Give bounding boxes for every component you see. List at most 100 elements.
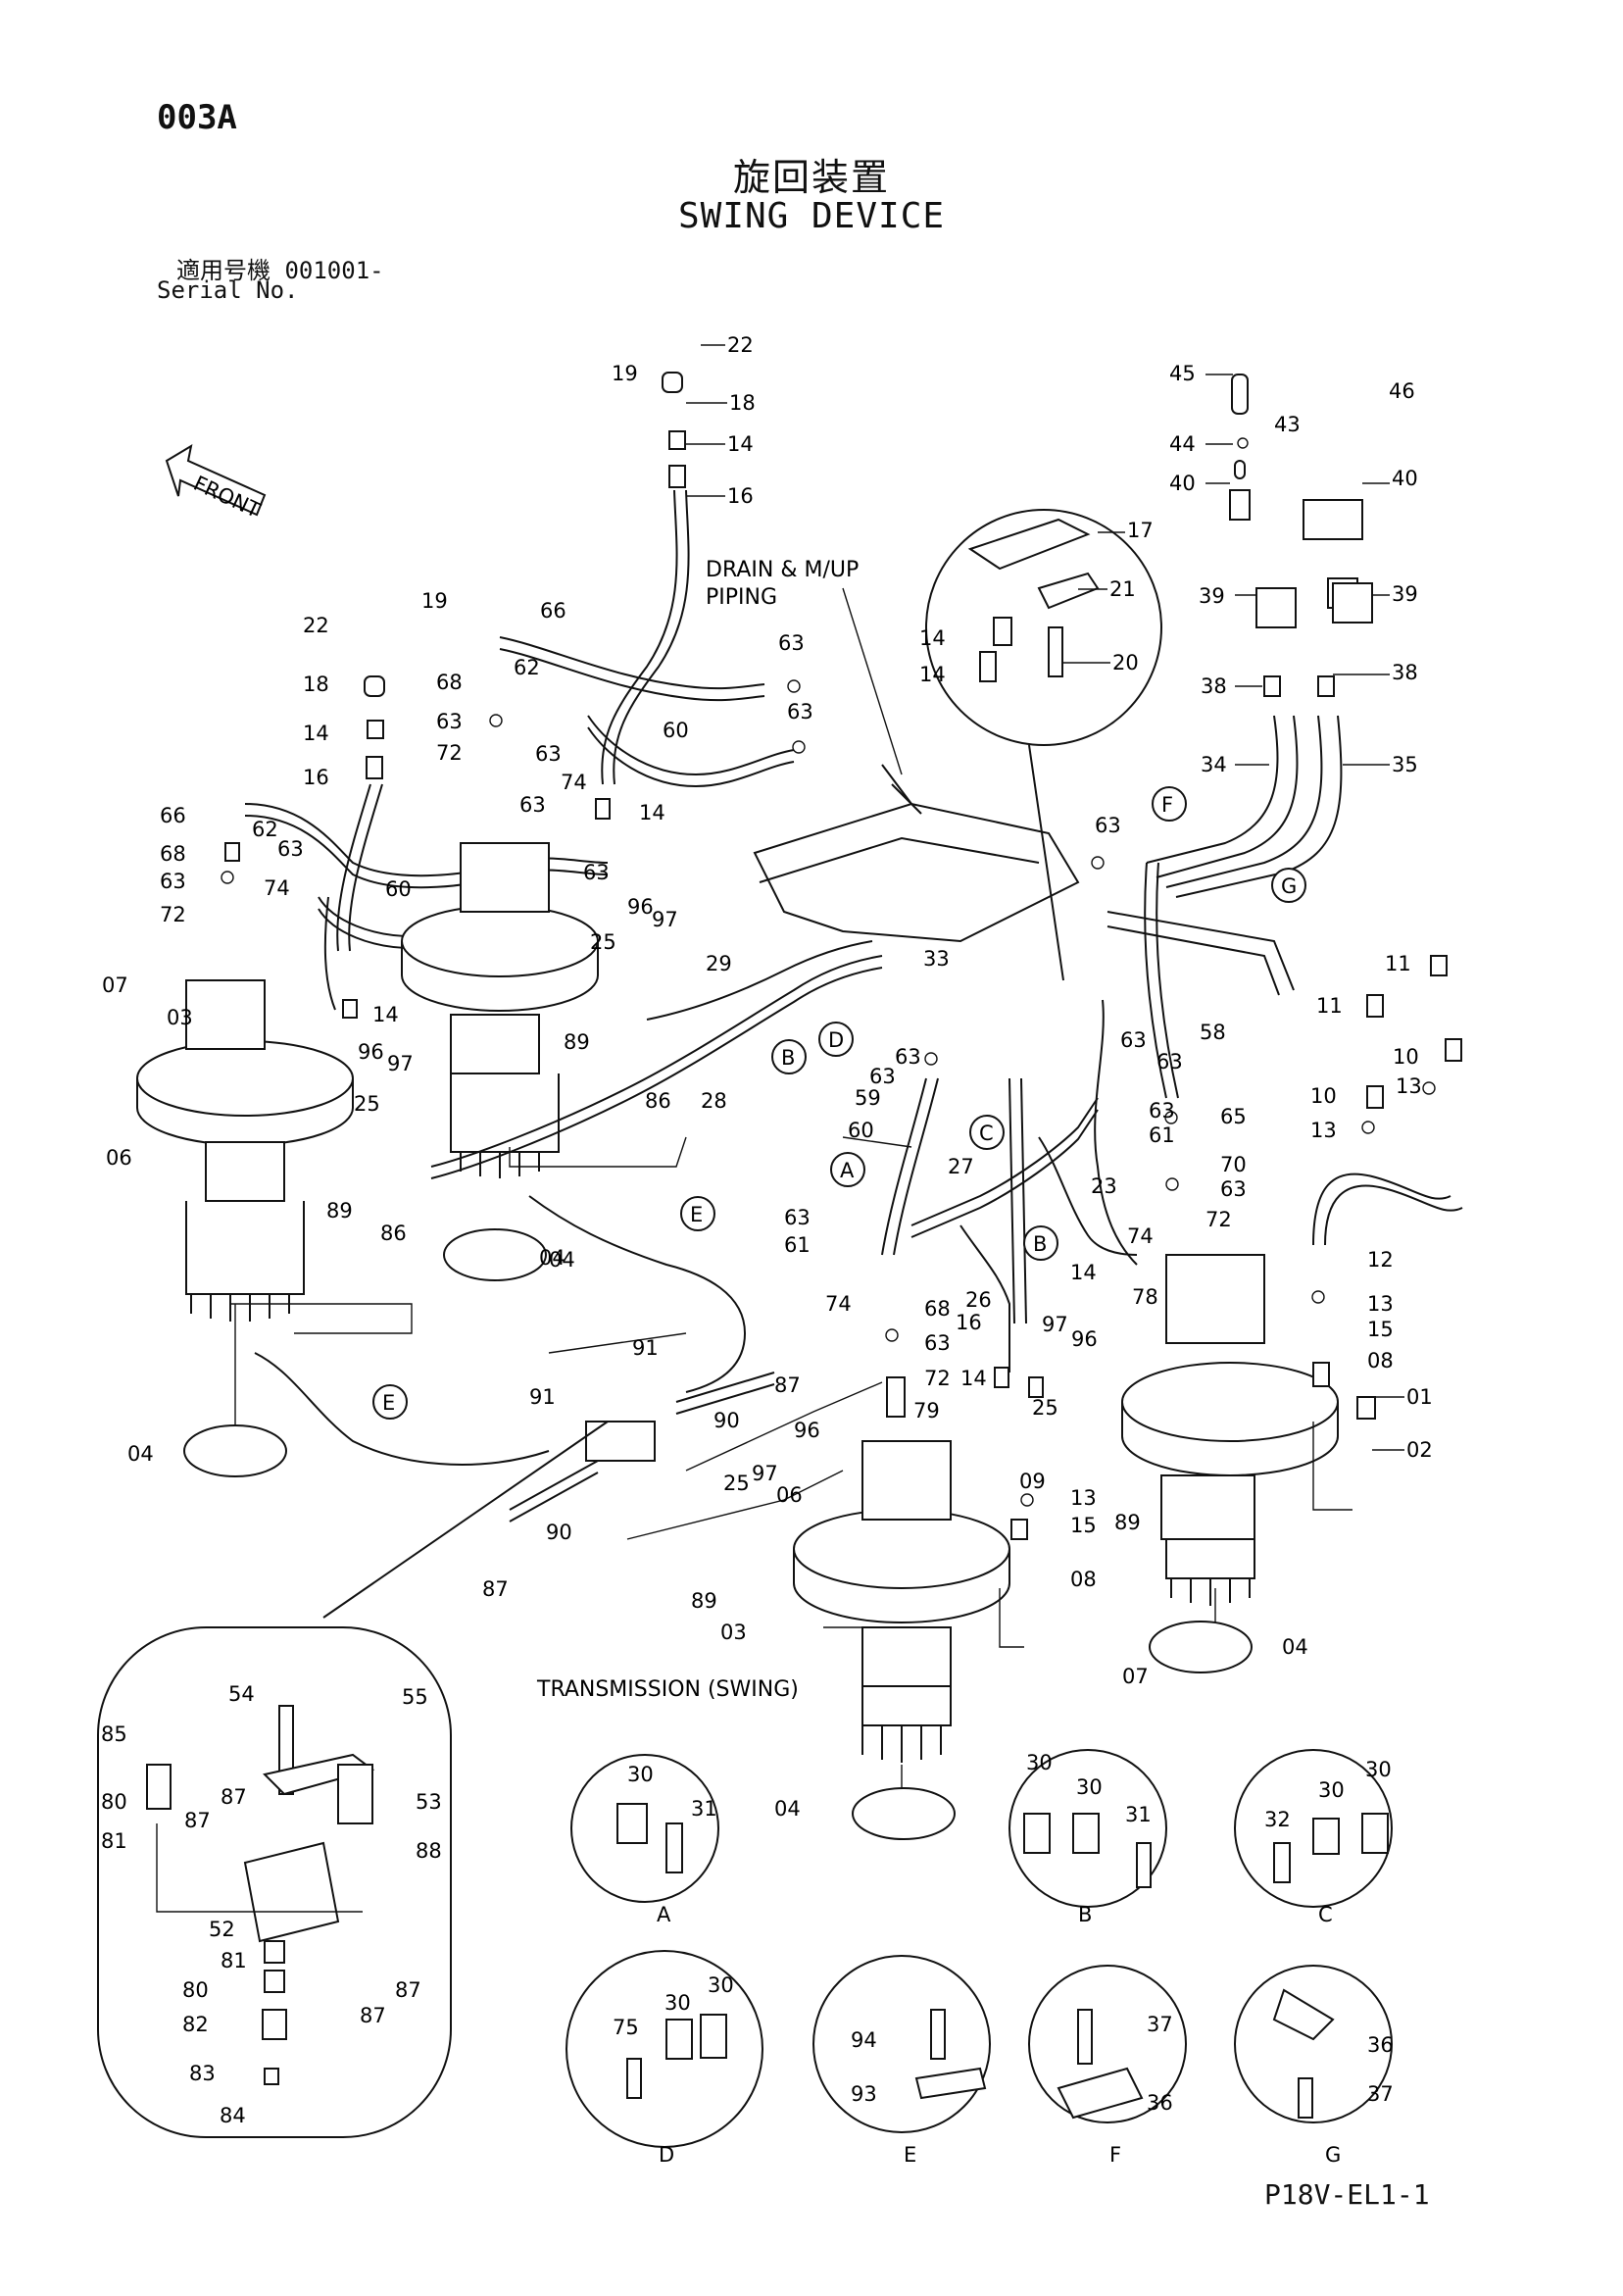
- part-label: 88: [416, 1839, 442, 1863]
- part-label: 80: [182, 1978, 209, 2002]
- part-label: 13: [1367, 1292, 1394, 1316]
- swing-motor-center-bottom: [793, 1440, 1010, 1763]
- part-label: 63: [1149, 1099, 1175, 1123]
- part-label: 87: [482, 1577, 509, 1601]
- part-label: 31: [1125, 1803, 1152, 1826]
- part-label: 63: [778, 631, 805, 655]
- part-label: 29: [706, 952, 732, 975]
- part-label: 97: [1042, 1313, 1068, 1336]
- fittings: [224, 372, 1462, 1540]
- part-label: 16: [727, 484, 754, 508]
- part-label: 11: [1385, 952, 1411, 975]
- part-label: 22: [727, 333, 754, 357]
- part-label: 55: [402, 1685, 428, 1709]
- part-label: 63: [787, 700, 813, 724]
- part-label: 10: [1393, 1045, 1419, 1069]
- detail-circle-valve: [97, 1421, 609, 2138]
- part-label: 63: [277, 837, 304, 861]
- part-label: 58: [1200, 1021, 1226, 1044]
- part-label: 10: [1310, 1084, 1337, 1108]
- callout-b2: B: [1033, 1232, 1047, 1256]
- part-label: 40: [1392, 467, 1418, 490]
- callout-a: A: [840, 1159, 855, 1182]
- part-label: 72: [436, 741, 463, 765]
- part-label: 15: [1070, 1514, 1097, 1537]
- title-japanese: 旋回装置: [732, 156, 890, 199]
- part-label: 89: [564, 1030, 590, 1054]
- part-label: 96: [1071, 1327, 1098, 1351]
- part-label: 02: [1406, 1438, 1433, 1462]
- part-label: 81: [101, 1829, 127, 1853]
- detail-letter-e: E: [904, 2143, 916, 2167]
- part-label: 68: [924, 1297, 951, 1321]
- part-label: 36: [1367, 2033, 1394, 2057]
- part-label: 18: [729, 391, 756, 415]
- part-label: 44: [1169, 432, 1196, 456]
- part-label: 66: [540, 599, 566, 623]
- part-label: 08: [1367, 1349, 1394, 1373]
- part-label: 31: [691, 1797, 717, 1821]
- leader-lines: [686, 344, 1404, 1451]
- part-label: 87: [184, 1809, 211, 1832]
- part-label: 81: [221, 1949, 247, 1972]
- part-label: 91: [529, 1385, 556, 1409]
- part-label: 60: [848, 1119, 874, 1142]
- part-label: 63: [1156, 1050, 1183, 1073]
- part-label: 63: [436, 710, 463, 733]
- part-label: 86: [645, 1089, 671, 1113]
- callout-d: D: [828, 1028, 844, 1052]
- detail-circle-g: [1234, 1965, 1393, 2123]
- part-label: 19: [612, 362, 638, 385]
- part-label: 28: [701, 1089, 727, 1113]
- detail-circle-a: [570, 1754, 719, 1903]
- part-label: 63: [895, 1045, 921, 1069]
- part-label: 14: [727, 432, 754, 456]
- part-label: 87: [221, 1785, 247, 1809]
- part-label: 14: [919, 663, 946, 686]
- callout-g: G: [1281, 874, 1297, 898]
- part-label: 22: [303, 614, 329, 637]
- callout-b: B: [781, 1046, 795, 1070]
- part-label: 03: [167, 1006, 193, 1029]
- part-label: 25: [354, 1092, 380, 1116]
- part-label: 06: [106, 1146, 132, 1170]
- part-label: 23: [1091, 1174, 1117, 1198]
- part-label: 93: [851, 2082, 877, 2106]
- part-label: 63: [160, 870, 186, 893]
- part-label: 89: [1114, 1511, 1141, 1534]
- part-label: 04: [1282, 1635, 1308, 1659]
- part-label: 39: [1392, 582, 1418, 606]
- part-label: 21: [1109, 577, 1136, 601]
- part-label: 63: [1220, 1177, 1247, 1201]
- o-rings: [183, 1228, 1253, 1840]
- part-label: 16: [956, 1311, 982, 1334]
- part-label: 16: [303, 766, 329, 789]
- part-label: 46: [1389, 379, 1415, 403]
- detail-callouts: A B B C D E E F G: [372, 786, 1306, 1420]
- part-label: 75: [613, 2016, 639, 2039]
- detail-letter-g: G: [1325, 2143, 1341, 2167]
- part-label: 07: [1122, 1665, 1149, 1688]
- small-o-rings: [221, 437, 1436, 1507]
- detail-circle-d: [566, 1950, 763, 2148]
- part-label: 25: [723, 1472, 750, 1495]
- detail-letter-c: C: [1318, 1903, 1333, 1926]
- part-label: 20: [1112, 651, 1139, 674]
- part-label: 25: [1032, 1396, 1058, 1420]
- part-label: 60: [385, 877, 412, 901]
- part-label: 89: [691, 1589, 717, 1613]
- part-label: 45: [1169, 362, 1196, 385]
- part-label: 03: [720, 1621, 747, 1644]
- callout-c: C: [979, 1122, 994, 1145]
- part-label: 30: [1365, 1758, 1392, 1781]
- part-label: 74: [264, 876, 290, 900]
- part-label: 87: [360, 2004, 386, 2027]
- part-label: 63: [1120, 1028, 1147, 1052]
- part-label: 19: [421, 589, 448, 613]
- callout-e: E: [690, 1203, 703, 1226]
- part-label: 72: [1205, 1208, 1232, 1231]
- part-label: 32: [1264, 1808, 1291, 1831]
- part-label: 04: [774, 1797, 801, 1821]
- part-label: 38: [1392, 661, 1418, 684]
- part-label: 74: [1127, 1224, 1154, 1248]
